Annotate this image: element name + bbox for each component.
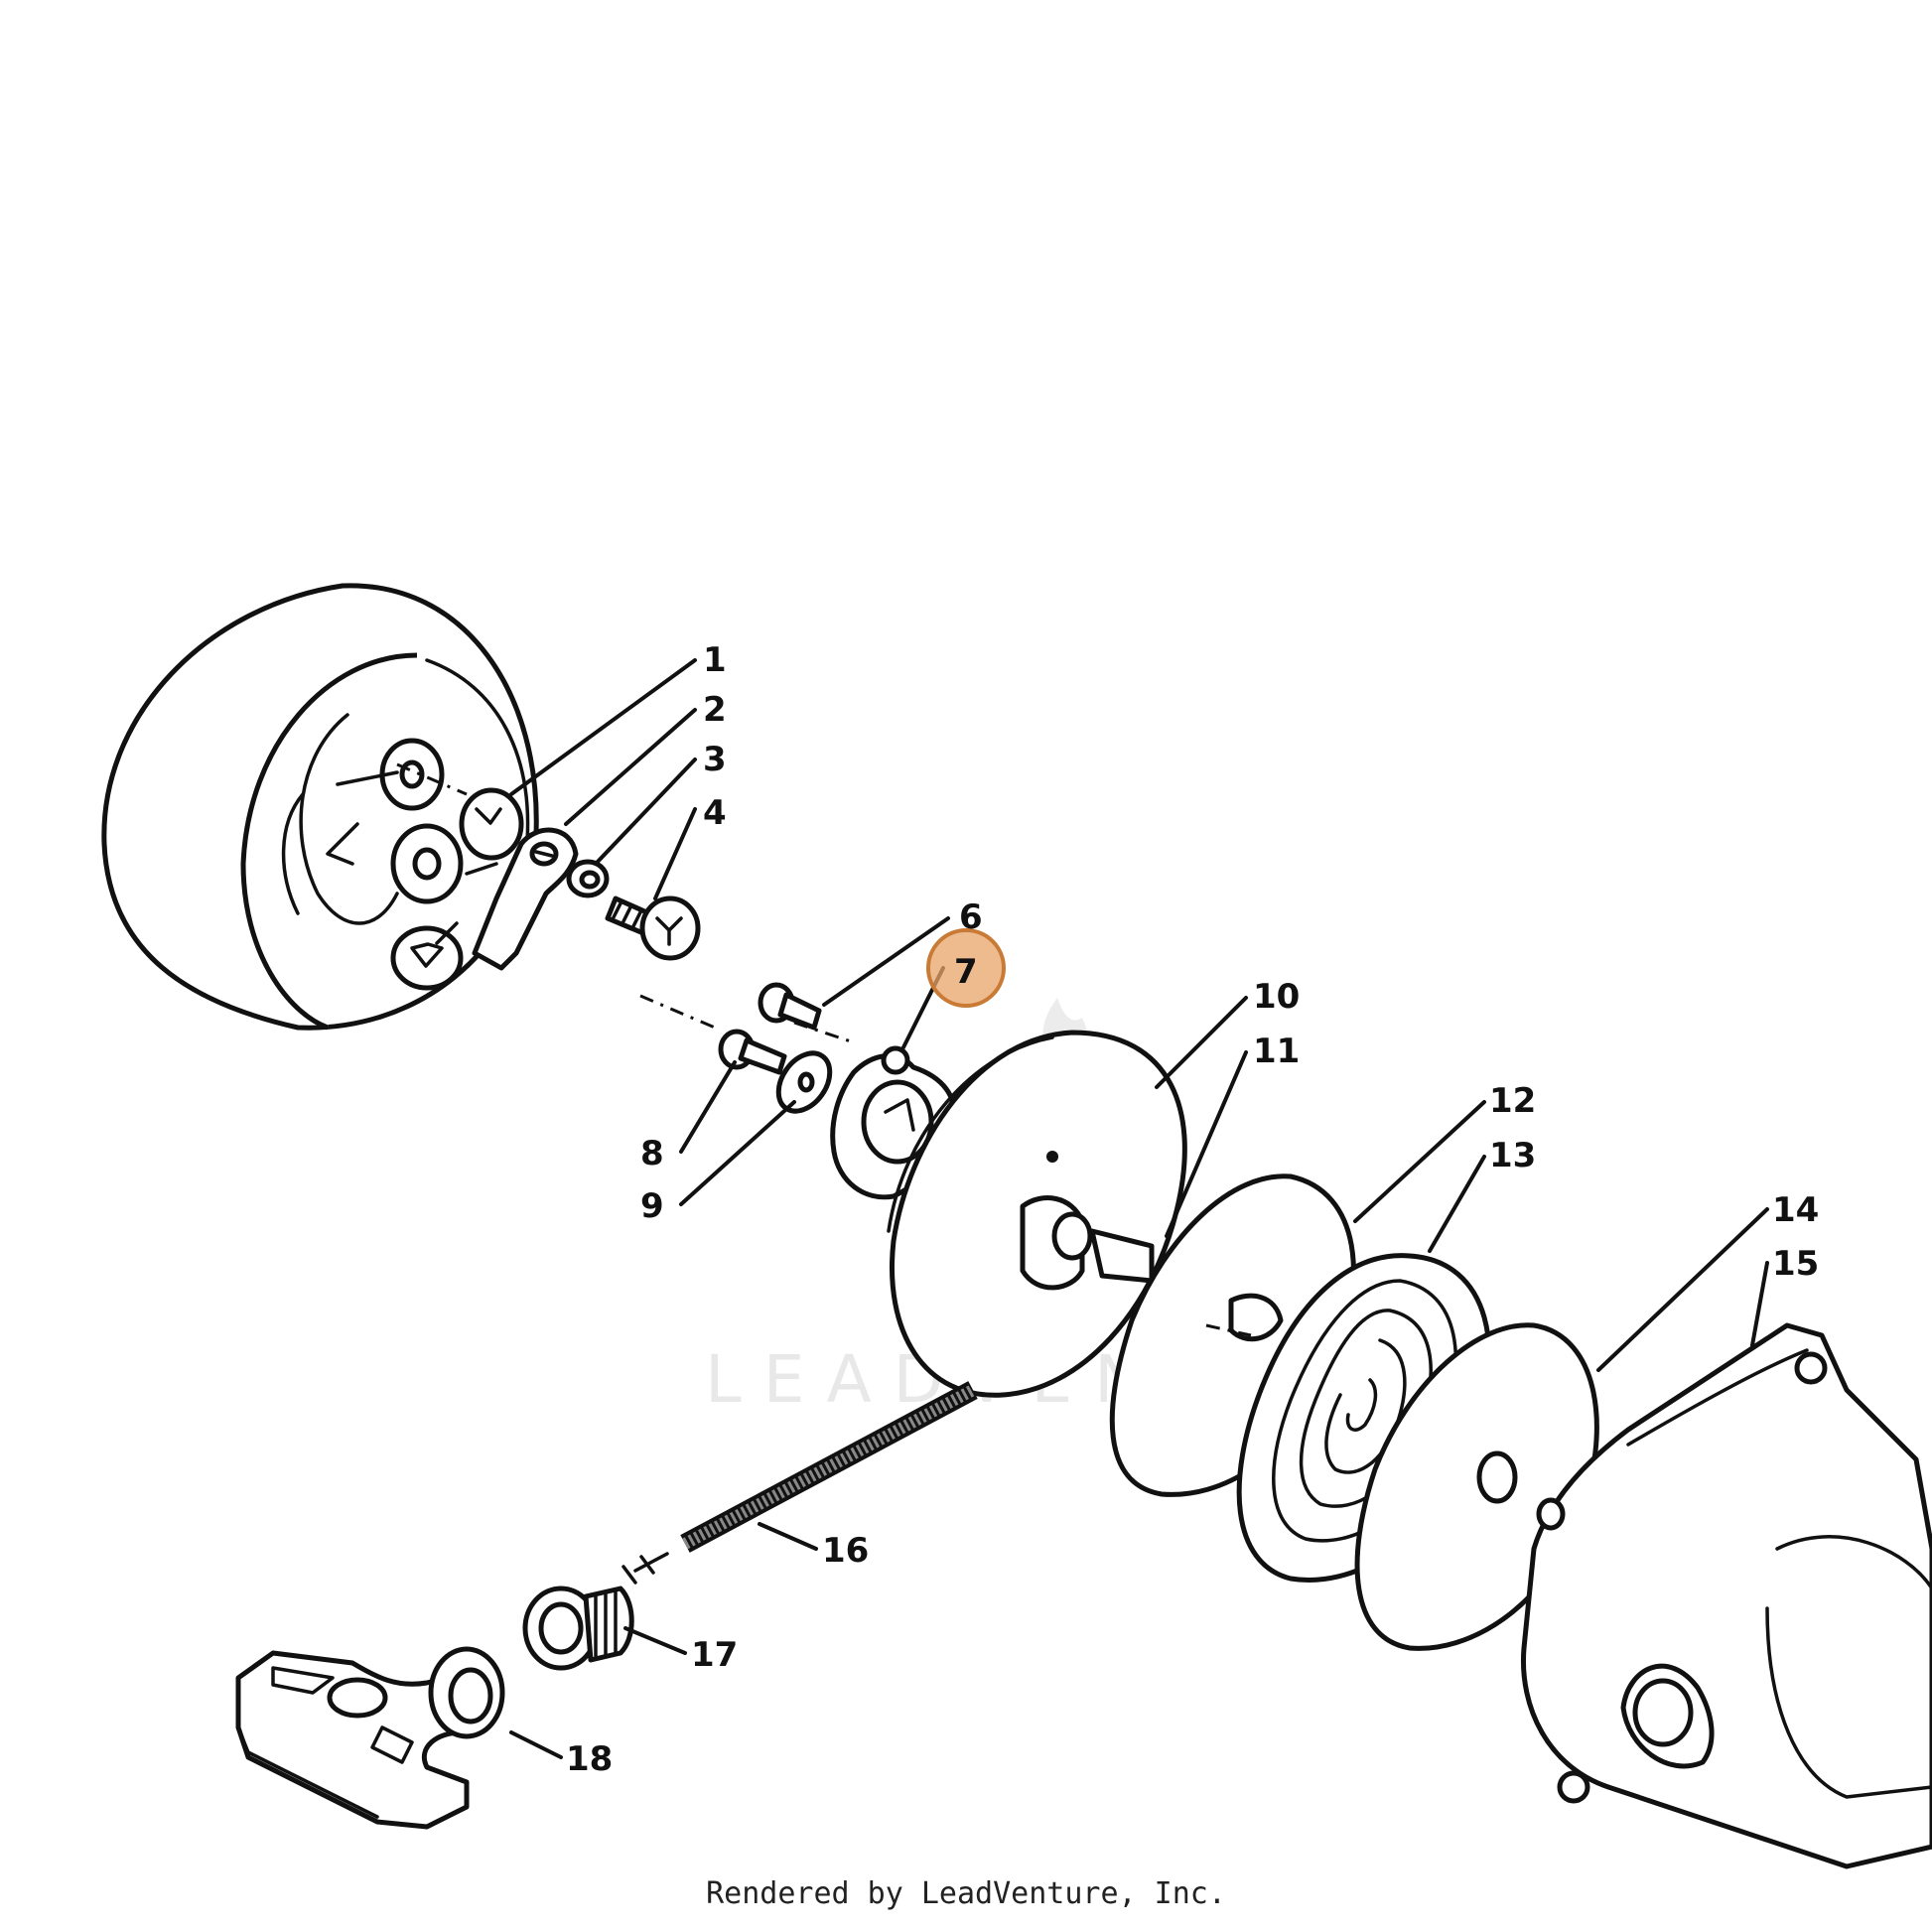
render-credit: Rendered by LeadVenture, Inc. bbox=[706, 1876, 1226, 1911]
starter-housing-drawing bbox=[1520, 1322, 1932, 1869]
part-label-17[interactable]: 17 bbox=[691, 1635, 738, 1675]
part-label-11[interactable]: 11 bbox=[1253, 1032, 1300, 1071]
part-label-3[interactable]: 3 bbox=[703, 740, 727, 779]
part-label-4[interactable]: 4 bbox=[703, 793, 727, 833]
part-label-7[interactable]: 7 bbox=[954, 952, 978, 992]
part-labels: 1 2 3 4 6 7 8 9 10 11 12 13 14 15 16 17 … bbox=[566, 640, 1819, 1779]
part-label-13[interactable]: 13 bbox=[1489, 1136, 1536, 1175]
highlight-marker bbox=[926, 928, 1006, 1008]
part-label-1[interactable]: 1 bbox=[703, 640, 727, 680]
axis-lines bbox=[396, 762, 1252, 1337]
rope-guide-drawing bbox=[522, 1586, 634, 1671]
part-label-6[interactable]: 6 bbox=[959, 897, 983, 937]
reel-drawing bbox=[887, 1030, 1187, 1398]
part-label-14[interactable]: 14 bbox=[1772, 1190, 1819, 1230]
pulley-assembly-drawing bbox=[101, 583, 539, 1031]
part-label-16[interactable]: 16 bbox=[822, 1531, 869, 1571]
starter-rope-drawing bbox=[621, 1381, 978, 1585]
small-screws-drawing bbox=[718, 982, 822, 1075]
part-label-15[interactable]: 15 bbox=[1772, 1244, 1819, 1284]
washer-drawing bbox=[566, 859, 610, 898]
screw-drawing bbox=[605, 896, 701, 961]
part-label-10[interactable]: 10 bbox=[1253, 977, 1300, 1017]
starter-handle-drawing bbox=[235, 1646, 505, 1830]
part-label-2[interactable]: 2 bbox=[703, 690, 727, 730]
leader-lines bbox=[509, 658, 1769, 1759]
pawl-drawing bbox=[472, 827, 579, 971]
part-label-18[interactable]: 18 bbox=[566, 1739, 613, 1779]
part-label-9[interactable]: 9 bbox=[640, 1186, 664, 1226]
part-label-12[interactable]: 12 bbox=[1489, 1081, 1536, 1121]
part-label-8[interactable]: 8 bbox=[640, 1134, 664, 1173]
